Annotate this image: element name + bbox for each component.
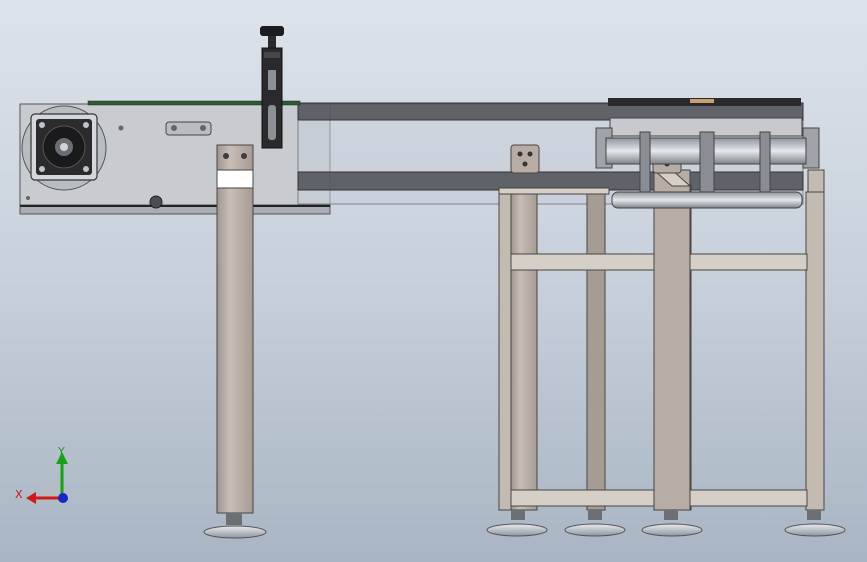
mounting-bracket — [510, 144, 540, 174]
coordinate-triad: Y X — [15, 445, 68, 504]
leveling-foot — [564, 510, 626, 537]
housing-knob — [149, 195, 163, 209]
y-axis-label: Y — [57, 445, 65, 458]
belt-bottom-rail — [297, 171, 804, 191]
roller-unit — [595, 98, 820, 209]
z-axis-icon — [58, 493, 68, 503]
x-axis-label: X — [15, 488, 23, 501]
leveling-foot — [784, 510, 846, 537]
housing-screw — [26, 196, 30, 200]
left-leg — [203, 144, 267, 539]
leveling-foot — [641, 510, 703, 537]
clamp-assembly[interactable] — [260, 26, 284, 149]
green-belt — [87, 100, 301, 106]
leveling-foot — [486, 510, 548, 537]
motor-flange — [21, 105, 107, 191]
housing-screw — [118, 125, 124, 131]
belt-top-rail — [297, 102, 804, 121]
right-frame — [498, 169, 825, 511]
housing-slot — [165, 121, 212, 136]
